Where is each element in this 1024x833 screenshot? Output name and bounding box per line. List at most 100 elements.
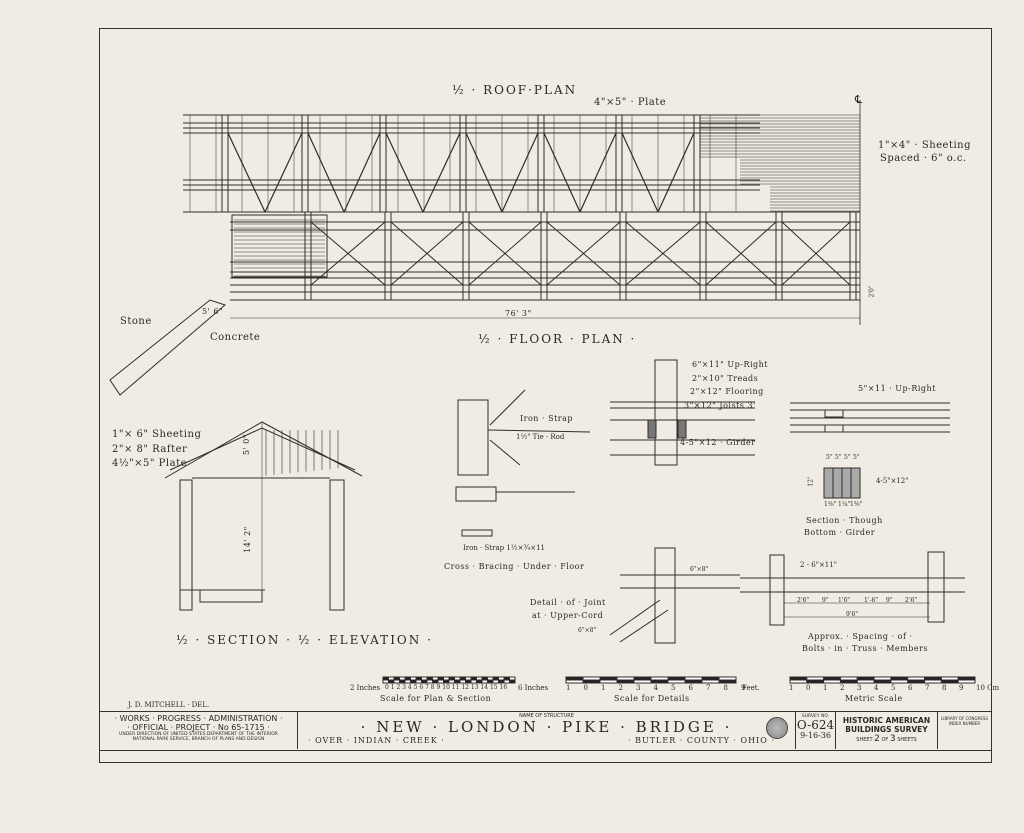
habs-line-1: HISTORIC AMERICAN (842, 716, 931, 725)
agency-line-2: · OFFICIAL · PROJECT · No 65-1715 · (127, 723, 270, 732)
diagonal-brace (501, 132, 539, 213)
abutment-dimension: 5' 6" (202, 307, 224, 316)
bracing-post (457, 399, 489, 476)
brace (489, 439, 521, 466)
girder-width-1: 5" (826, 454, 833, 461)
location-left: · OVER · INDIAN · CREEK · (308, 736, 445, 745)
abutment-wall (109, 299, 226, 396)
joint-post (654, 547, 676, 644)
roof-post (221, 114, 229, 213)
floor-post (462, 211, 470, 301)
location-right: · BUTLER · COUNTY · OHIO · (628, 736, 775, 745)
roof-post (301, 114, 309, 213)
bolt-total-dim: 9'6" (846, 611, 859, 618)
bridge-length-dimension: 76' 3" (505, 309, 532, 318)
delineator: J. D. MITCHELL · DEL. (128, 701, 210, 709)
joint-title-2: at · Upper-Cord (532, 611, 604, 620)
girder-gap-3: 1⅜" (850, 501, 863, 508)
sheet-prefix: SHEET (856, 737, 873, 743)
floor-plan-drawing (109, 211, 860, 396)
survey-label: SURVEY NO. (801, 714, 830, 719)
sheet-number: 2 (874, 734, 880, 744)
bolt-title-2: Bolts · in · Truss · Members (802, 644, 928, 653)
roof-post (379, 114, 387, 213)
floor-truss (199, 589, 263, 603)
roof-plan-title: ½ · ROOF·PLAN (452, 83, 578, 97)
diagonal-brace (543, 132, 581, 213)
details-scale-tick: 0 (583, 684, 588, 692)
right-post (329, 479, 345, 611)
metric-scale-seg (806, 679, 825, 684)
rafter-label: 2"× 8" Rafter (112, 444, 188, 455)
bolt-plate (824, 424, 844, 433)
girder-gap-2: 1¼" (838, 501, 851, 508)
details-scale-tick: 1 (601, 684, 606, 692)
plan-scale-seg (432, 679, 439, 684)
agency-line-1: · WORKS · PROGRESS · ADMINISTRATION · (114, 714, 283, 723)
metric-scale-tick: 10 Cm (976, 684, 1000, 692)
loc-cell: LIBRARY OF CONGRESS INDEX NUMBER (938, 712, 991, 749)
diagonal-brace (579, 132, 617, 213)
plate-label: 4"×5" · Plate (594, 97, 667, 108)
plan-scale-seg (443, 679, 450, 684)
girder-block (677, 419, 687, 439)
metric-scale-tick: 7 (925, 684, 930, 692)
agency-cell: · WORKS · PROGRESS · ADMINISTRATION · · … (100, 712, 298, 749)
tie-rod-label: 1½" Tie · Rod (516, 433, 565, 441)
survey-number: O-624 (796, 718, 835, 732)
girder-width-4: 5" (853, 454, 860, 461)
iron-strap-spec: Iron · Strap 1½×¾×11 (463, 544, 546, 552)
details-scale-tick: 5 (671, 684, 676, 692)
survey-date: 9-16-36 (800, 731, 831, 740)
plan-scale-seg (388, 679, 395, 684)
truss-post (927, 551, 945, 623)
flooring-label: 2"×12" Flooring (690, 387, 764, 396)
floor-post (304, 211, 312, 301)
details-scale-seg (718, 679, 737, 684)
section-title: ½ · SECTION · ½ · ELEVATION · (176, 633, 433, 647)
bolt-dim-5: 9" (886, 597, 893, 604)
metric-scale-seg (839, 679, 858, 684)
roof-post (459, 114, 467, 213)
details-scale-seg (650, 679, 669, 684)
metric-scale-tick: 5 (891, 684, 896, 692)
plan-scale-seg (448, 679, 455, 684)
details-scale-tick: 4 (653, 684, 658, 692)
details-scale-tick: 7 (706, 684, 711, 692)
scale-bars (382, 676, 976, 684)
roof-height-dimension: 5' 0" (242, 433, 252, 456)
plan-scale-seg (465, 679, 472, 684)
details-scale-seg (616, 679, 635, 684)
floor-post (849, 211, 857, 301)
floor-brace (705, 221, 777, 286)
plan-scale-seg (415, 679, 422, 684)
concrete-label: Concrete (210, 332, 261, 343)
plan-scale-right: 6 Inches (518, 684, 549, 692)
floor-brace (468, 221, 542, 286)
sheet-suffix: SHEETS (897, 737, 917, 743)
metric-scale-seg (924, 679, 942, 684)
sheeting-label: 1"×4" · Sheeting (878, 140, 972, 151)
metric-scale-seg (856, 679, 875, 684)
loc-line-2: INDEX NUMBER (948, 721, 981, 726)
details-scale-seg (701, 679, 720, 684)
survey-cell: SURVEY NO. O-624 9-16-36 (796, 712, 836, 749)
centerline-symbol: ℄ (855, 93, 863, 106)
diagonal-brace (385, 132, 424, 213)
bolt-dim-4: 1'-6" (864, 597, 879, 604)
bolt-dim-1: 2'6" (797, 597, 810, 604)
girder-height-dimension: 12" (807, 476, 815, 487)
metric-scale-tick: 1 (823, 684, 828, 692)
details-scale-seg (633, 679, 652, 684)
title-block (100, 711, 991, 751)
floor-brace (625, 221, 701, 286)
strap-icon (461, 529, 493, 537)
girder-title-1: Section · Though (806, 516, 883, 525)
details-scale-seg (565, 679, 584, 684)
plan-scale-seg (399, 679, 406, 684)
roof-post (615, 114, 623, 213)
details-scale-unit: Feet. (742, 684, 760, 692)
details-scale-seg (684, 679, 703, 684)
diagonal-brace (343, 132, 381, 213)
